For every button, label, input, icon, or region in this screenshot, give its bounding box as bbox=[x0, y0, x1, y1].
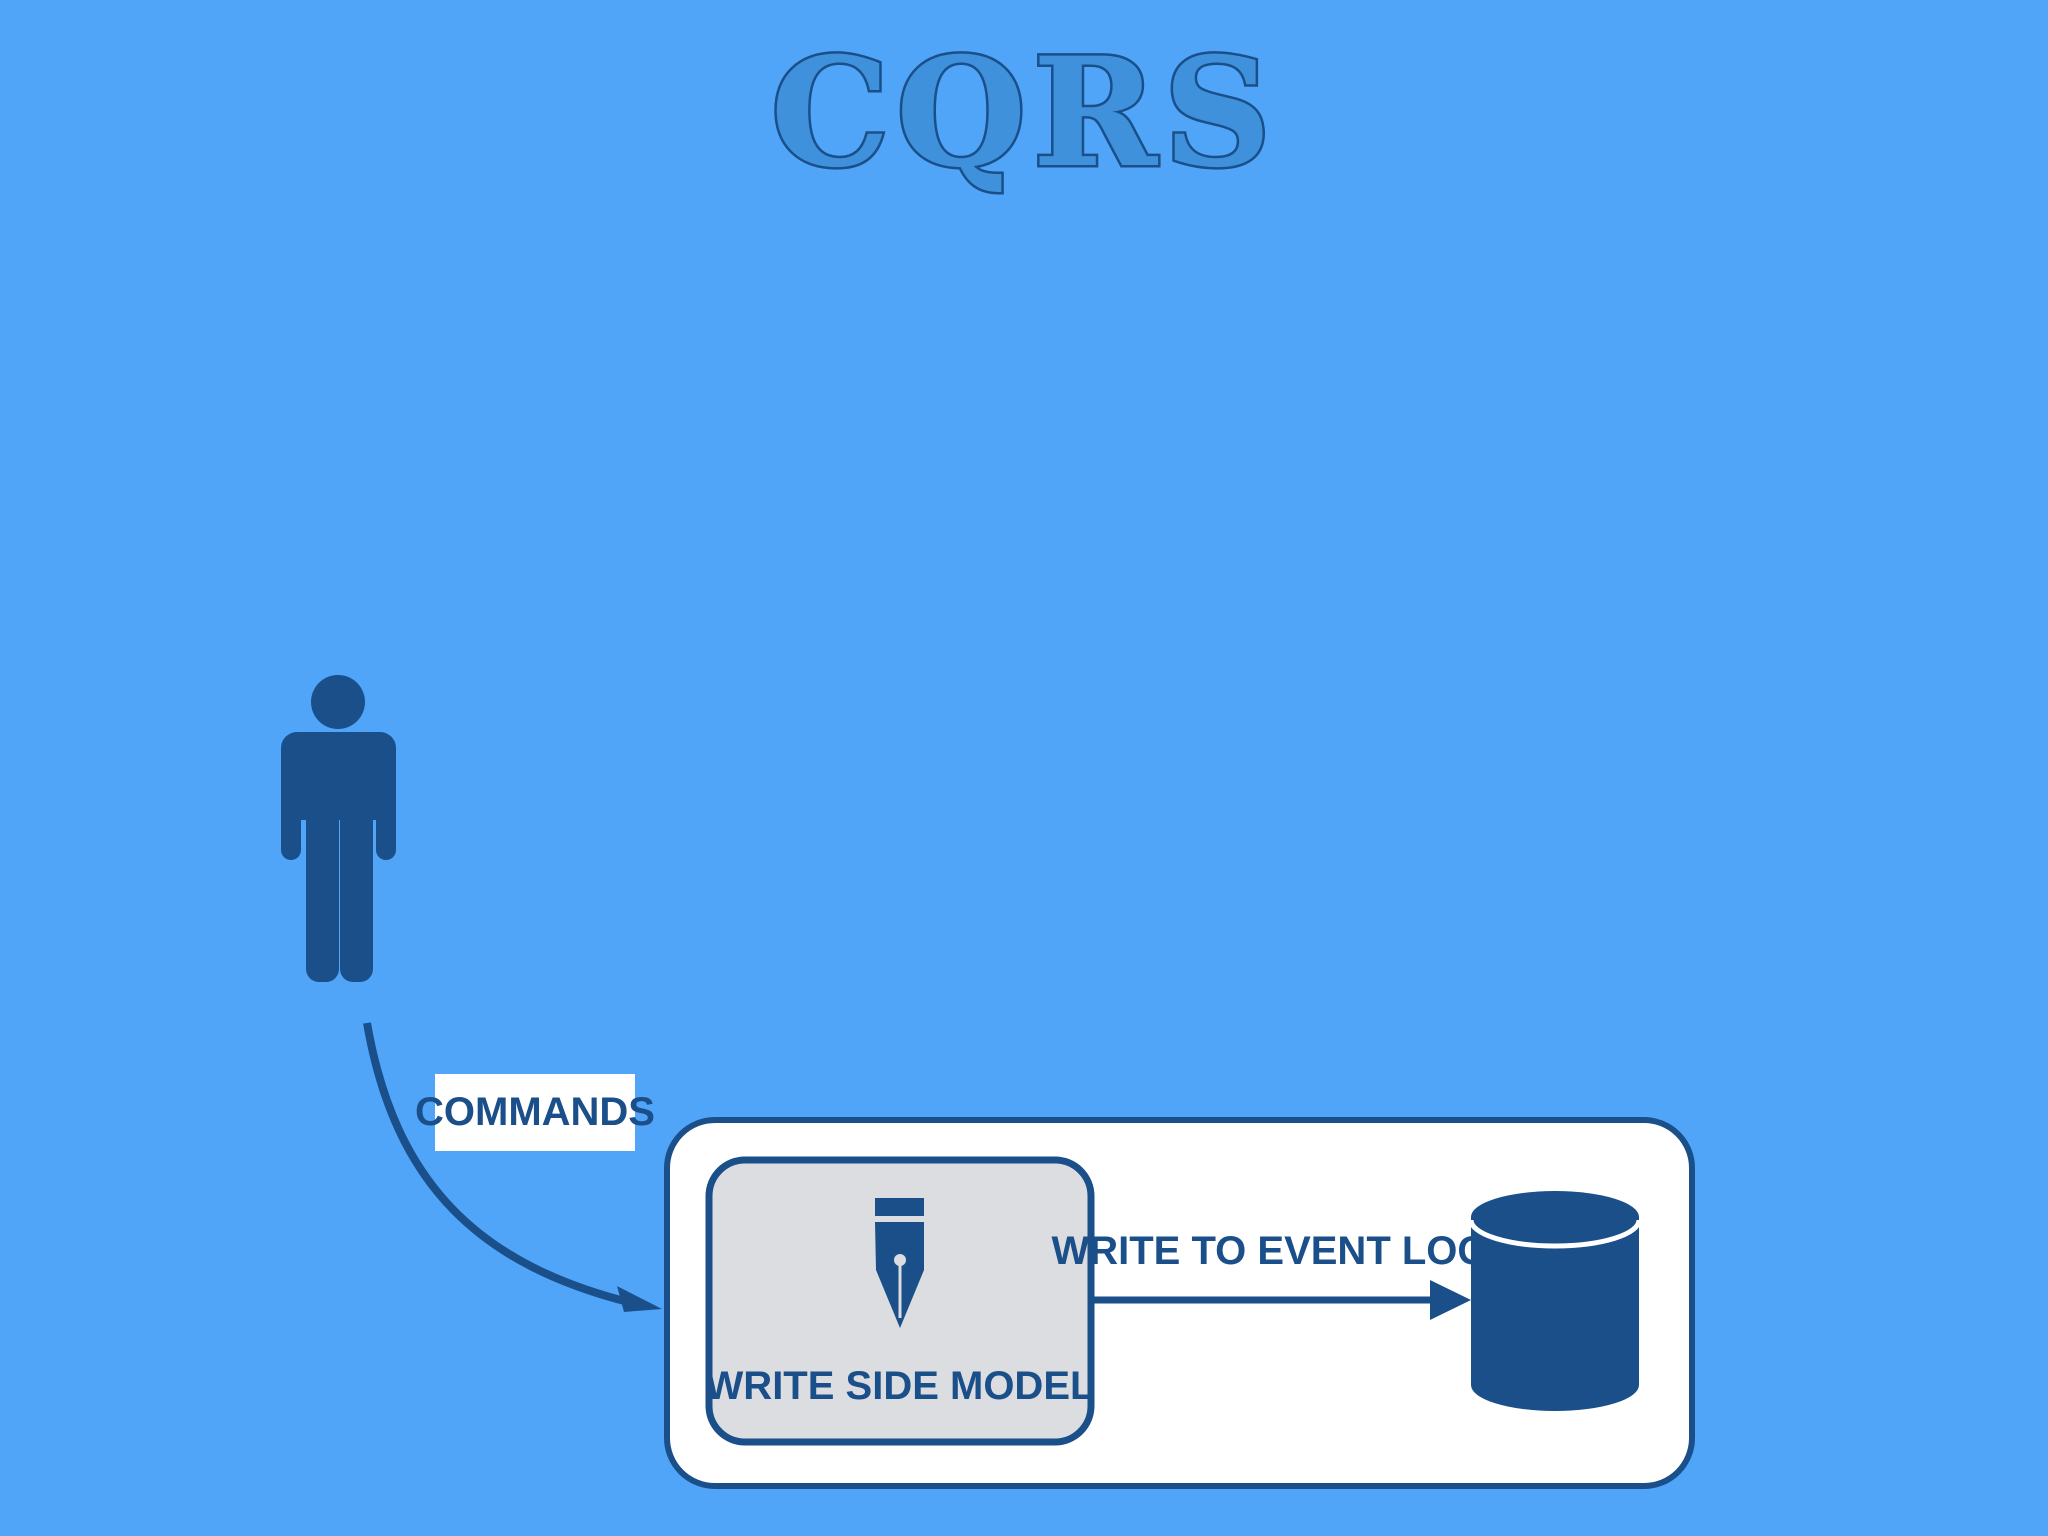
write-to-event-log-arrow bbox=[1091, 1280, 1471, 1320]
commands-label-text: COMMANDS bbox=[415, 1090, 655, 1134]
database-cylinder-icon bbox=[1468, 1191, 1642, 1411]
write-side-model-label: WRITE SIDE MODEL bbox=[706, 1364, 1095, 1408]
commands-label: COMMANDS bbox=[415, 1074, 655, 1151]
title: CQRS bbox=[770, 25, 1277, 201]
write-to-event-log-label: WRITE TO EVENT LOG bbox=[1051, 1229, 1488, 1273]
person-icon bbox=[281, 675, 396, 982]
commands-arrow bbox=[363, 1022, 662, 1312]
fountain-pen-icon bbox=[875, 1198, 924, 1328]
